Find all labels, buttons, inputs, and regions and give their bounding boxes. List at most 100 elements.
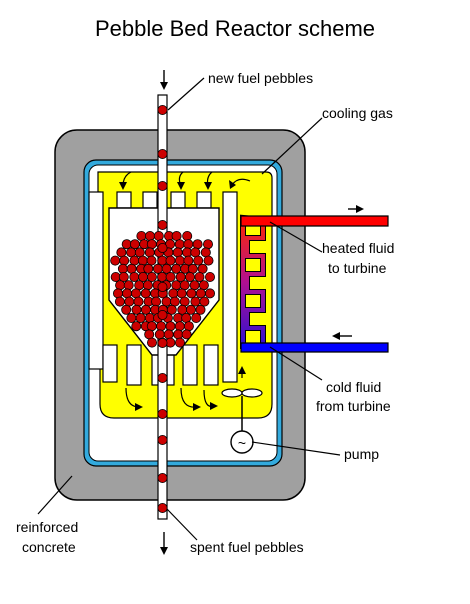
fuel-pebble <box>171 263 182 274</box>
fuel-pebble <box>157 219 168 230</box>
fuel-pebble <box>194 271 205 282</box>
fuel-pebble <box>142 280 153 291</box>
fuel-pebble <box>174 337 185 348</box>
fuel-pebble <box>165 255 176 266</box>
fuel-pebble <box>126 312 137 323</box>
fuel-pebble <box>183 321 194 332</box>
label-spent-fuel-pebbles: spent fuel pebbles <box>190 539 304 555</box>
fuel-pebble <box>174 239 185 250</box>
fuel-pebble <box>144 230 155 241</box>
fuel-pebble <box>143 263 154 274</box>
fuel-pebble <box>181 312 192 323</box>
down-arrow-icon <box>160 532 168 555</box>
fuel-pebble <box>175 271 186 282</box>
fuel-pebble <box>152 263 163 274</box>
right-arrow-icon <box>348 205 364 213</box>
fuel-pebble <box>129 271 140 282</box>
fuel-pebble <box>166 304 177 315</box>
fuel-pebble <box>157 372 168 383</box>
fuel-pebble <box>114 296 125 307</box>
label-heated-fluid-line2: to turbine <box>328 260 387 276</box>
fuel-pebble <box>157 271 168 282</box>
fuel-pebble <box>199 296 210 307</box>
fuel-pebble <box>157 180 168 191</box>
fuel-pebble <box>157 105 168 116</box>
left-arrow-icon <box>332 332 352 340</box>
fuel-pebble <box>168 288 179 299</box>
fuel-pebble <box>186 288 197 299</box>
fuel-pebble <box>138 271 149 282</box>
fuel-pebble <box>174 321 185 332</box>
fuel-pebble <box>133 296 144 307</box>
fuel-pebble <box>119 255 130 266</box>
fuel-pebble <box>181 329 192 340</box>
label-reinforced-concrete-line1: reinforced <box>16 519 78 535</box>
diagram-title: Pebble Bed Reactor scheme <box>95 16 375 41</box>
fuel-pebble <box>135 312 146 323</box>
fuel-pebble <box>122 288 133 299</box>
fuel-pebble <box>123 280 134 291</box>
fuel-pebble <box>165 271 176 282</box>
fuel-pebble <box>179 296 190 307</box>
fuel-pebble <box>183 239 194 250</box>
label-cooling-gas: cooling gas <box>322 105 393 121</box>
label-reinforced-concrete-line2: concrete <box>22 539 76 555</box>
pump-symbol: ~ <box>238 435 246 451</box>
fuel-pebble <box>204 271 215 282</box>
fuel-pebble <box>192 239 203 250</box>
top-reflector-slots <box>88 191 238 383</box>
fuel-pebble <box>202 239 213 250</box>
fuel-pebble <box>144 247 155 258</box>
fuel-pebble <box>146 271 157 282</box>
fuel-pebble <box>115 280 126 291</box>
fuel-pebble <box>121 304 132 315</box>
fuel-pebble <box>157 502 168 513</box>
fuel-pebble <box>146 239 157 250</box>
fuel-pebble <box>137 255 148 266</box>
label-heated-fluid-line1: heated fluid <box>322 240 394 256</box>
fuel-pebble <box>195 304 206 315</box>
fuel-pebble <box>204 288 215 299</box>
fuel-pebble <box>173 329 184 340</box>
fuel-pebble <box>200 247 211 258</box>
fuel-pebble <box>153 230 164 241</box>
gas-flow-arrowheads <box>119 180 246 411</box>
fuel-pebble <box>156 321 167 332</box>
pipe-fuel-pebbles <box>157 105 168 513</box>
fuel-pebble <box>193 255 204 266</box>
fuel-pebble <box>157 337 168 348</box>
label-cold-fluid-line1: cold fluid <box>326 379 381 395</box>
label-cold-fluid-line2: from turbine <box>316 398 391 414</box>
fuel-pebble <box>144 312 155 323</box>
fuel-pebble <box>157 434 168 445</box>
cold-fluid-pipe <box>240 342 389 353</box>
fuel-pebble <box>140 304 151 315</box>
fuel-pebble <box>154 329 165 340</box>
fuel-pebble-pile <box>110 230 215 348</box>
fuel-pebble <box>131 321 142 332</box>
fuel-pebble <box>185 304 196 315</box>
fuel-pebble <box>191 312 202 323</box>
fuel-pebble <box>163 329 174 340</box>
leader-lines <box>37 77 341 541</box>
fan-icon <box>221 388 263 398</box>
fuel-pebble <box>177 304 188 315</box>
pump-icon: ~ <box>230 430 254 454</box>
fuel-pebble <box>146 321 157 332</box>
fuel-pebble <box>190 296 201 307</box>
fuel-pebble <box>157 281 168 292</box>
down-arrow-icon <box>160 70 168 90</box>
fuel-pebble <box>165 321 176 332</box>
label-pump: pump <box>344 446 379 462</box>
heat-exchanger <box>241 215 265 348</box>
fuel-pebble <box>157 309 168 320</box>
fuel-pebble <box>117 263 128 274</box>
fuel-pebble <box>161 263 172 274</box>
fuel-pebble <box>184 271 195 282</box>
fuel-pebble <box>172 247 183 258</box>
fuel-pebble <box>157 408 168 419</box>
fuel-pebble <box>130 288 141 299</box>
fuel-pebble <box>129 239 140 250</box>
